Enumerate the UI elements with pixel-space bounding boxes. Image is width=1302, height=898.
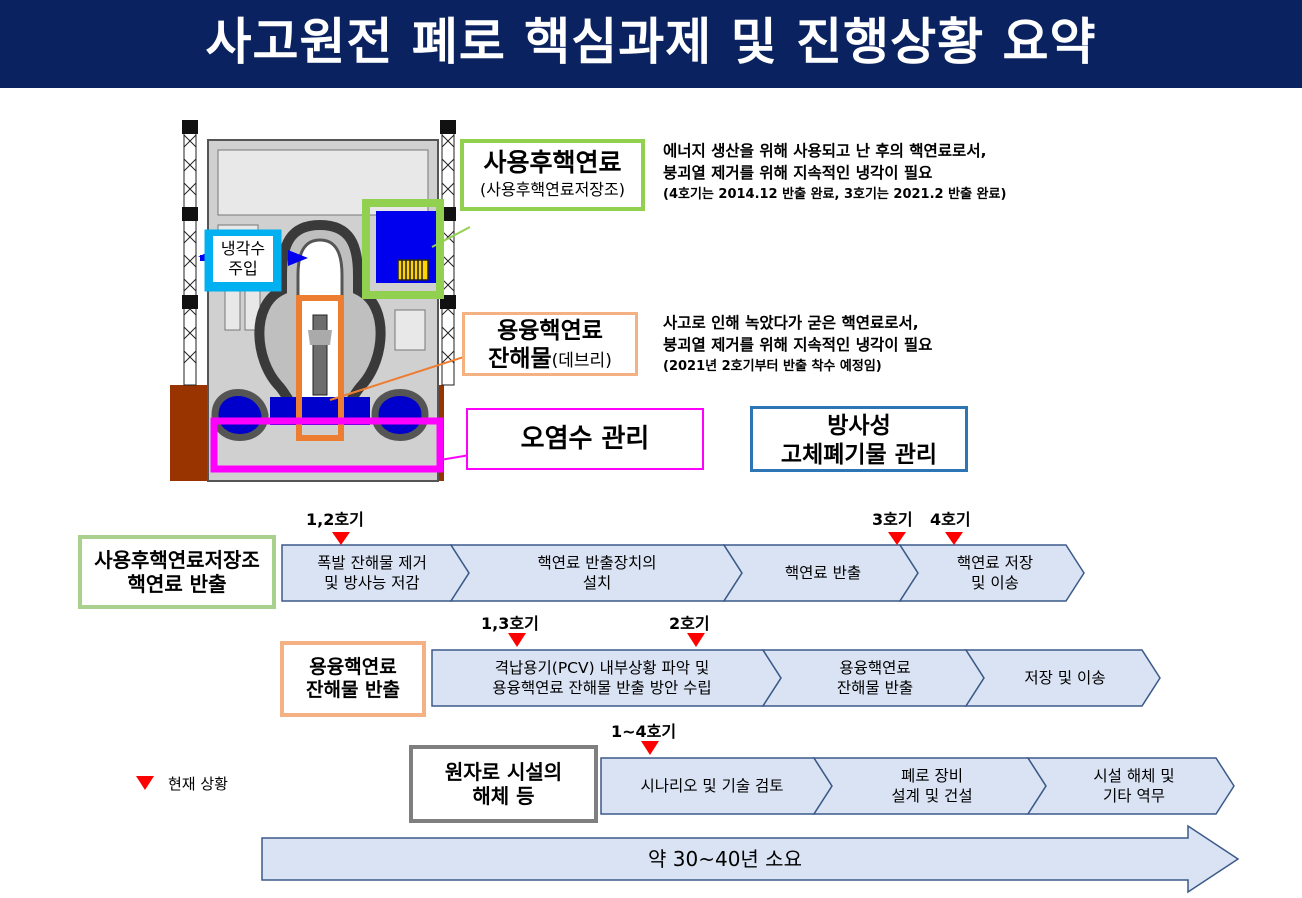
- marker-2-label: 2호기: [669, 614, 710, 633]
- duration-label: 약 30~40년 소요: [648, 847, 802, 871]
- debris-description: 사고로 인해 녹았다가 굳은 핵연료로서, 붕괴열 제거를 위해 지속적인 냉각…: [663, 312, 932, 378]
- solid-waste-label: 방사성 고체폐기물 관리: [750, 406, 968, 472]
- row1-label-line2: 핵연료 반출: [127, 572, 227, 596]
- debris-title-main: 잔해물: [488, 346, 552, 372]
- row2-label-line1: 용융핵연료: [309, 655, 397, 678]
- spent-fuel-description: 에너지 생산을 위해 사용되고 난 후의 핵연료로서, 붕괴열 제거를 위해 지…: [663, 140, 1006, 206]
- marker-13-triangle: [508, 633, 526, 647]
- spent-fuel-subtitle: (사용후핵연료저장조): [480, 180, 625, 199]
- solid-waste-line1: 방사성: [827, 413, 891, 439]
- marker-2-triangle: [687, 633, 705, 647]
- debris-title-line1: 용융핵연료: [497, 318, 603, 344]
- row2-step2-arrow: [761, 649, 985, 707]
- solid-waste-line2: 고체폐기물 관리: [780, 442, 938, 468]
- marker-4-label: 4호기: [930, 510, 971, 529]
- debris-desc-line3: (2021년 2호기부터 반출 착수 예정임): [663, 359, 882, 374]
- debris-desc-line2: 붕괴열 제거를 위해 지속적인 냉각이 필요: [663, 336, 933, 354]
- row2-label: 용융핵연료 잔해물 반출: [280, 641, 426, 717]
- page-title: 사고원전 폐로 핵심과제 및 진행상황 요약: [205, 13, 1097, 71]
- spent-fuel-label: 사용후핵연료 (사용후핵연료저장조): [460, 139, 645, 211]
- header-bar: [0, 0, 1302, 88]
- debris-title-sub: (데브리): [551, 351, 612, 371]
- legend-triangle: [136, 776, 154, 790]
- row3-step2-arrow: [812, 757, 1047, 815]
- marker-12-triangle: [332, 532, 350, 545]
- cooling-water-label: 냉각수 주입: [208, 231, 278, 287]
- marker-3-label: 3호기: [872, 510, 913, 529]
- marker-12-label: 1,2호기: [306, 510, 364, 529]
- row2-step1-arrow: [431, 649, 782, 707]
- row1-step3-arrow: [722, 544, 919, 602]
- marker-4-triangle: [945, 532, 963, 545]
- row1-step2-arrow: [449, 544, 743, 602]
- row2-label-line2: 잔해물 반출: [305, 679, 400, 701]
- marker-14-triangle: [641, 741, 659, 755]
- row1-label: 사용후핵연료저장조 핵연료 반출: [78, 535, 276, 609]
- row3-label-line1: 원자로 시설의: [444, 759, 563, 784]
- debris-desc-line1: 사고로 인해 녹았다가 굳은 핵연료로서,: [663, 314, 919, 332]
- spent-fuel-highlight: [362, 199, 444, 299]
- spent-fuel-desc-line3: (4호기는 2014.12 반출 완료, 3호기는 2021.2 반출 완료): [663, 187, 1007, 202]
- row3-label-line2: 해체 등: [472, 784, 535, 808]
- spent-fuel-desc-line1: 에너지 생산을 위해 사용되고 난 후의 핵연료로서,: [663, 142, 987, 160]
- contaminated-water-label: 오염수 관리: [466, 408, 704, 470]
- legend-label: 현재 상황: [168, 775, 228, 793]
- duration-arrow: [261, 824, 1240, 894]
- spent-fuel-title: 사용후핵연료: [483, 148, 622, 177]
- cooling-water-line2: 주입: [228, 259, 258, 278]
- row2-step3-arrow: [964, 649, 1161, 707]
- row1-label-line1: 사용후핵연료저장조: [94, 547, 260, 572]
- row1-step4-arrow: [898, 544, 1085, 602]
- spent-fuel-desc-line2: 붕괴열 제거를 위해 지속적인 냉각이 필요: [663, 164, 933, 182]
- row3-step3-arrow: [1026, 757, 1235, 815]
- debris-highlight: [296, 295, 344, 441]
- row3-step1-arrow: [600, 757, 833, 815]
- marker-3-triangle: [888, 532, 906, 545]
- water-highlight: [210, 417, 444, 473]
- row3-label: 원자로 시설의 해체 등: [409, 745, 598, 823]
- marker-13-label: 1,3호기: [481, 614, 539, 633]
- debris-label: 용융핵연료 잔해물(데브리): [462, 312, 638, 376]
- marker-14-label: 1~4호기: [611, 722, 677, 741]
- row1-step1-arrow: [281, 544, 470, 602]
- cooling-water-line1: 냉각수: [220, 239, 266, 258]
- reactor-building-illustration: [170, 120, 470, 482]
